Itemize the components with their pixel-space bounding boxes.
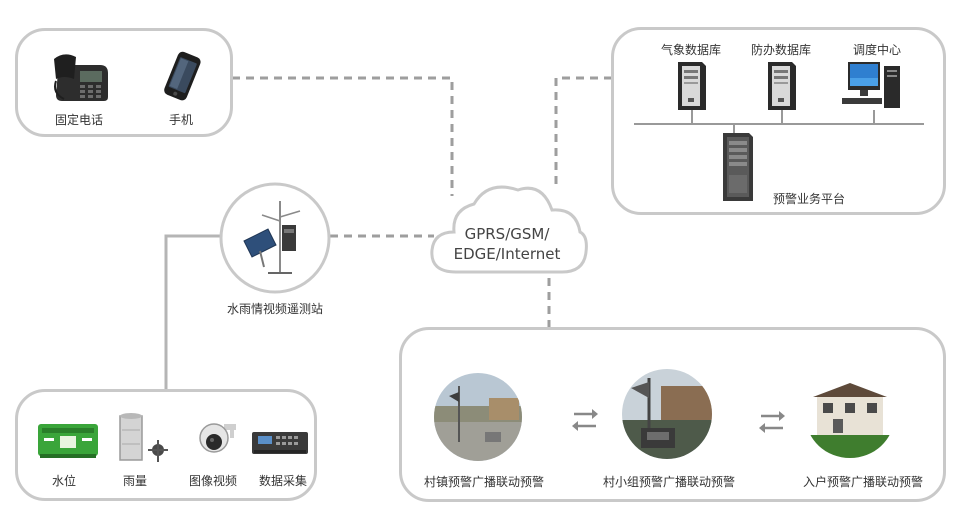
meteo-db-label: 气象数据库	[660, 43, 721, 57]
broadcast-label-village: 村镇预警广播联动预警	[423, 475, 544, 489]
network-label-line-1: GPRS/GSM/	[464, 225, 550, 243]
telemetry-station-label: 水雨情视频遥测站	[226, 302, 323, 316]
telemetry-station-circle	[219, 182, 331, 294]
flood-db-label: 防办数据库	[750, 43, 811, 57]
water-level-device-icon	[38, 424, 98, 458]
mobile-phone-label: 手机	[168, 113, 193, 127]
sync-arrows-icon-1	[572, 409, 598, 431]
sensor-label-rainfall: 雨量	[122, 474, 147, 488]
mobile-phone-icon	[164, 51, 201, 101]
lan-bus-lines	[634, 110, 924, 134]
data-logger-icon	[252, 432, 308, 454]
broadcast-label-team: 村小组预警广播联动预警	[602, 475, 735, 489]
team-broadcast-photo	[622, 369, 712, 459]
landline-phone-icon	[54, 54, 108, 101]
meteo-server-icon	[678, 62, 706, 110]
solid-link-station-sensors	[164, 234, 220, 392]
broadcast-panel: 村镇预警广播联动预警 村小组预警广播联动预警	[399, 327, 946, 502]
network-cloud-icon	[430, 185, 588, 274]
landline-phone-label: 固定电话	[54, 113, 103, 127]
network-label-line-2: EDGE/Internet	[453, 245, 561, 263]
video-camera-icon	[199, 423, 236, 453]
rain-gauge-icon	[119, 413, 168, 462]
sensor-label-data-acquisition: 数据采集	[258, 474, 307, 488]
household-broadcast-photo	[806, 376, 894, 458]
dispatch-center-label: 调度中心	[852, 43, 901, 57]
phones-panel: 固定电话 手机	[15, 28, 233, 137]
sensor-label-water-level: 水位	[51, 474, 76, 488]
platform-label: 预警业务平台	[772, 192, 845, 206]
network-label: GPRS/GSM/ EDGE/Internet	[432, 224, 582, 264]
village-broadcast-photo	[434, 373, 522, 461]
dispatch-computer-icon	[842, 62, 900, 108]
sensor-label-video: 图像视频	[188, 474, 237, 488]
flood-server-icon	[768, 62, 796, 110]
broadcast-label-household: 入户预警广播联动预警	[802, 475, 923, 489]
dashed-link-datacenter-cloud	[554, 76, 612, 190]
sensors-panel: 水位 雨量 图像视频 数据采集	[15, 389, 317, 501]
dashed-link-phones-cloud	[232, 76, 454, 196]
sync-arrows-icon-2	[759, 411, 785, 433]
data-center-panel: 气象数据库 防办数据库 调度中心	[611, 27, 946, 215]
platform-server-icon	[723, 133, 753, 201]
